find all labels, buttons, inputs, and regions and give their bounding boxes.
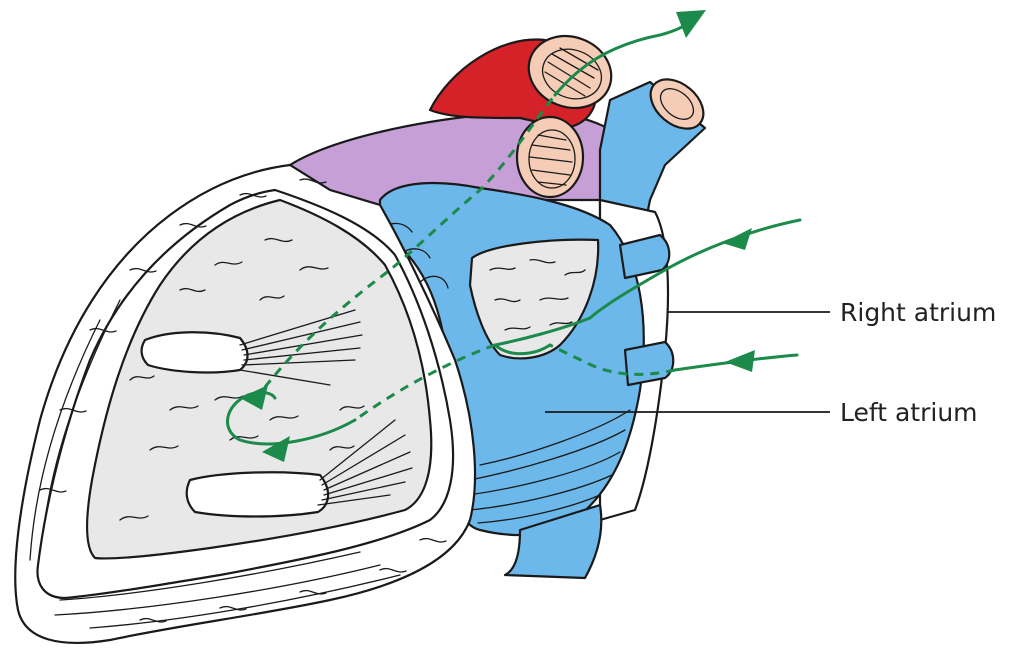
blood-flow-paths [226,10,802,462]
papillary-muscle-lower [185,471,330,518]
aorta-opening [527,35,613,109]
atrium-window [468,238,600,360]
papillary-muscle-upper [140,331,249,374]
left-atrium-label: Left atrium [840,398,978,427]
inferior-vena-cava [503,503,603,580]
pulmonary-artery-opening [515,115,585,199]
pulmonary-vein-lower [623,340,675,387]
ventricle-cavity [86,198,433,560]
vessel-opening-upper-right [649,78,705,130]
right-atrium-label: Right atrium [840,298,996,327]
